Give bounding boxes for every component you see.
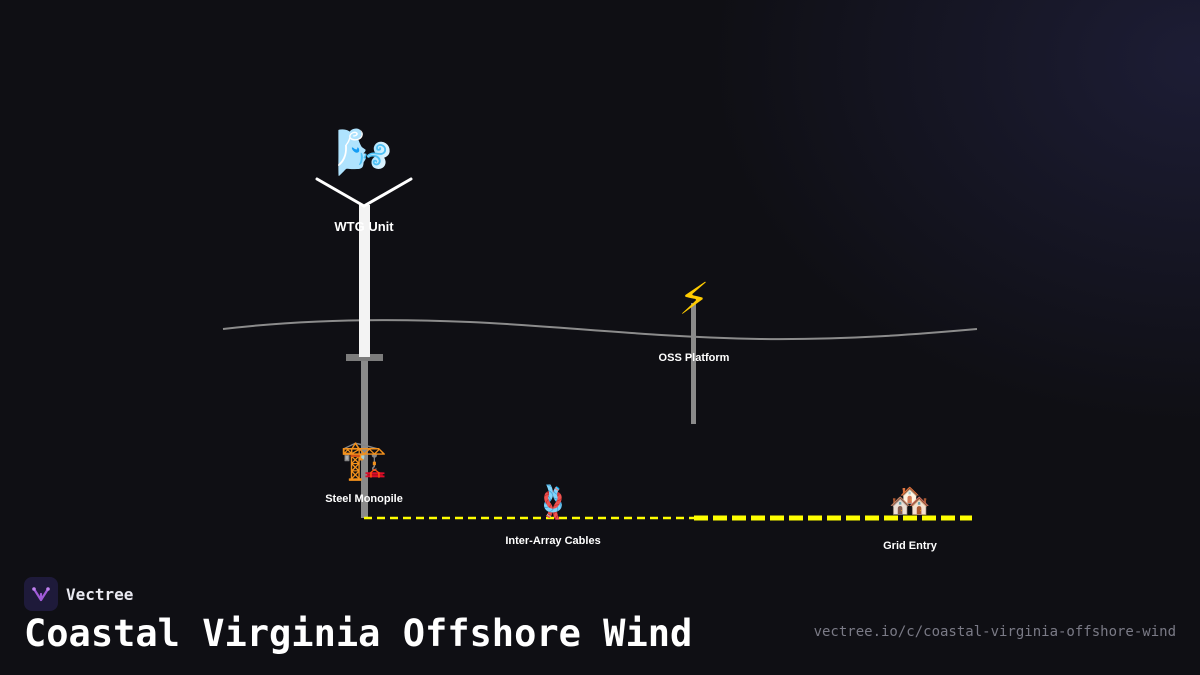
- turbine-blade-left: [315, 177, 366, 208]
- crane-icon: 🏗️: [340, 438, 388, 482]
- brand-name: Vectree: [66, 584, 134, 604]
- brand[interactable]: Vectree: [24, 577, 133, 611]
- sea-surface-line: [222, 319, 978, 341]
- monopile-shaft: [361, 360, 368, 518]
- oss-platform-pole: [691, 303, 696, 424]
- steel-monopile-label: Steel Monopile: [325, 493, 403, 505]
- inter-array-cables-label: Inter-Array Cables: [505, 535, 601, 547]
- oss-platform-label: OSS Platform: [658, 352, 730, 364]
- transition-piece: [346, 354, 383, 361]
- grid-entry-label: Grid Entry: [883, 540, 937, 552]
- houses-icon: 🏘️: [888, 481, 932, 521]
- wtg-unit-label: WTG Unit: [334, 219, 394, 234]
- knot-icon: 🪢: [533, 483, 573, 521]
- turbine-blade-right: [362, 177, 413, 208]
- wind-face-icon: 🌬️: [335, 125, 393, 179]
- source-url[interactable]: vectree.io/c/coastal-virginia-offshore-w…: [813, 624, 1176, 640]
- page-title: Coastal Virginia Offshore Wind: [24, 612, 693, 655]
- turbine-tower: [359, 205, 370, 357]
- lightning-icon: ⚡: [678, 274, 710, 325]
- vectree-logo-icon: [24, 577, 58, 611]
